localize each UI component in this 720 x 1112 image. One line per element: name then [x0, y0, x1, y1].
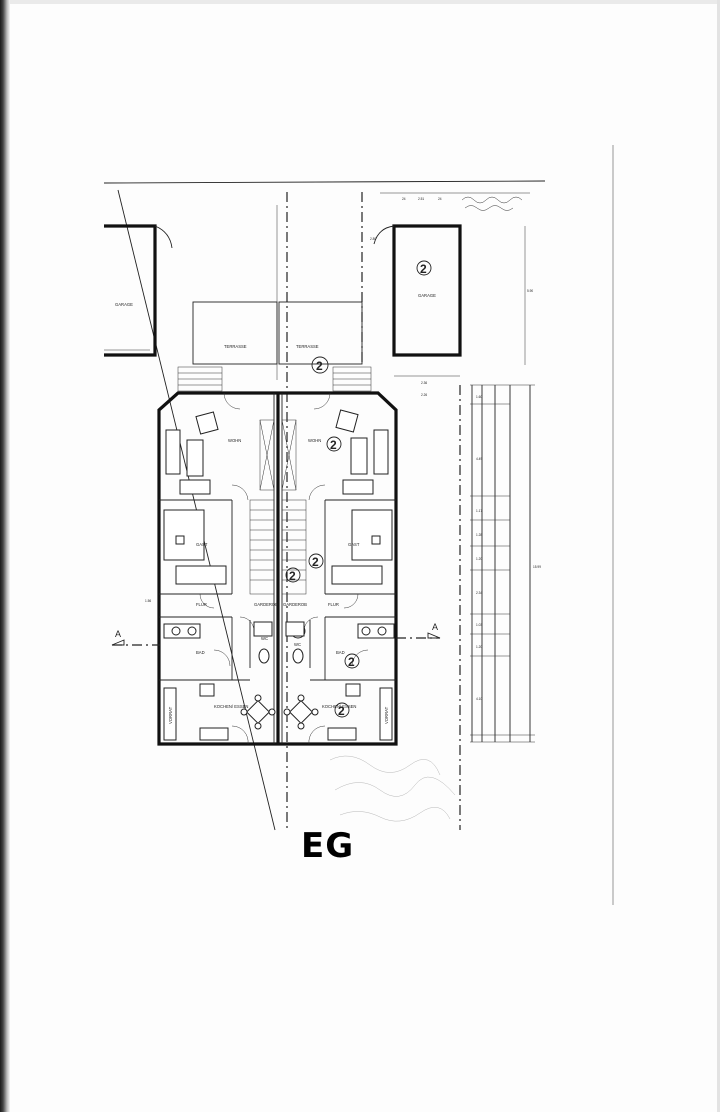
- scan-edge-left: [0, 0, 10, 1112]
- room-label-vorrat-right: VORRAT: [384, 706, 389, 724]
- room-label-flur-left: FLUR: [196, 602, 207, 607]
- room-label-gast-left: GAST: [196, 542, 208, 547]
- guest-furniture: [163, 509, 393, 585]
- dim-top-c: 24: [438, 197, 442, 201]
- dim-garage-total: 2.80: [370, 237, 376, 241]
- section-marker-right: A: [432, 622, 438, 632]
- unit-marker-bad: [344, 653, 360, 669]
- room-label-bad-left: BAD: [196, 650, 205, 655]
- room-label-gast-right: GAST: [348, 542, 360, 547]
- living-furniture: [165, 409, 389, 495]
- scan-edge-right: [717, 0, 720, 1112]
- unit-number-bad: 2: [348, 655, 355, 669]
- unit-number-kochen: 2: [338, 704, 345, 718]
- scribble-stamp: [461, 196, 523, 211]
- dimension-chain: 1.60 4.49 1.17 1.28 1.20 2.34 1.03 1.20 …: [470, 384, 541, 743]
- scan-edge-top: [10, 0, 720, 4]
- dim-chain-2: 1.17: [476, 509, 482, 513]
- room-label-garage-left: GARAGE: [115, 302, 133, 307]
- section-line-a: A A 1.56: [111, 599, 441, 646]
- room-label-wohn-left: WOHN: [228, 438, 241, 443]
- room-label-kochen-right: KOCHEN/ ESSEN: [322, 704, 356, 709]
- kitchen-furniture: [163, 687, 393, 741]
- dim-garage-depth: 5.90: [527, 289, 533, 293]
- room-label-wc-left: WC: [261, 636, 268, 641]
- room-label-flur-right: FLUR: [328, 602, 339, 607]
- unit-marker-terrace: [311, 356, 329, 374]
- room-label-bad-right: BAD: [336, 650, 345, 655]
- unit-number-wohn: 2: [330, 438, 337, 452]
- dim-garage-inner: 2.26: [421, 393, 427, 397]
- unit-marker-stair: [285, 567, 301, 583]
- terraces: TERRASSE TERRASSE 2: [177, 301, 372, 392]
- unit-marker-hall: [308, 553, 324, 569]
- room-label-garage-right: GARAGE: [418, 293, 436, 298]
- room-label-wc-right: WC: [294, 642, 301, 647]
- dim-chain-0: 1.60: [476, 395, 482, 399]
- room-label-vorrat-left: VORRAT: [168, 706, 173, 724]
- dim-chain-6: 1.03: [476, 623, 482, 627]
- dim-chain-1: 4.49: [476, 457, 482, 461]
- dim-overall: 15.99: [533, 565, 541, 569]
- unit-number-garage: 2: [420, 262, 427, 276]
- dim-chain-8: 4.10: [476, 697, 482, 701]
- door-swings: [199, 392, 369, 745]
- signature-scribble: [329, 755, 456, 822]
- floor-label: EG: [301, 826, 355, 866]
- room-label-terrasse-left: TERRASSE: [224, 344, 247, 349]
- unit-number-terrace: 2: [316, 359, 323, 373]
- bath-fixtures: [163, 621, 395, 697]
- room-label-garderobe-right: GARDEROB: [283, 602, 307, 607]
- section-marker-left: A: [115, 629, 121, 639]
- unit-number-hall: 2: [312, 555, 319, 569]
- unit-marker-wohn: [326, 436, 342, 452]
- room-label-kochen-left: KOCHEN/ ESSEN: [214, 704, 248, 709]
- dim-top-a: 24: [402, 197, 406, 201]
- dim-garage-width: 2.36: [421, 381, 427, 385]
- room-label-garderobe-left: GARDEROB: [254, 602, 278, 607]
- site-boundary-top: [103, 180, 546, 184]
- room-label-terrasse-right: TERRASSE: [296, 344, 319, 349]
- dim-top-b: 2.51: [418, 197, 424, 201]
- dim-chain-4: 1.20: [476, 557, 482, 561]
- unit-marker-garage: [416, 260, 432, 276]
- room-label-wohn-right: WOHN: [308, 438, 321, 443]
- interior-walls: [159, 499, 396, 681]
- unit-marker-kochen: [334, 702, 350, 718]
- garage-left: GARAGE: [104, 224, 173, 357]
- garage-right: 2 GARAGE 2.36 2.26 5.90 24 2.51 24 2.80: [370, 197, 533, 397]
- dim-chain-7: 1.20: [476, 645, 482, 649]
- staircases: [249, 419, 307, 595]
- dim-chain-5: 2.34: [476, 591, 482, 595]
- dim-left-small: 1.56: [145, 599, 151, 603]
- dim-chain-3: 1.28: [476, 533, 482, 537]
- unit-number-stair: 2: [289, 569, 296, 583]
